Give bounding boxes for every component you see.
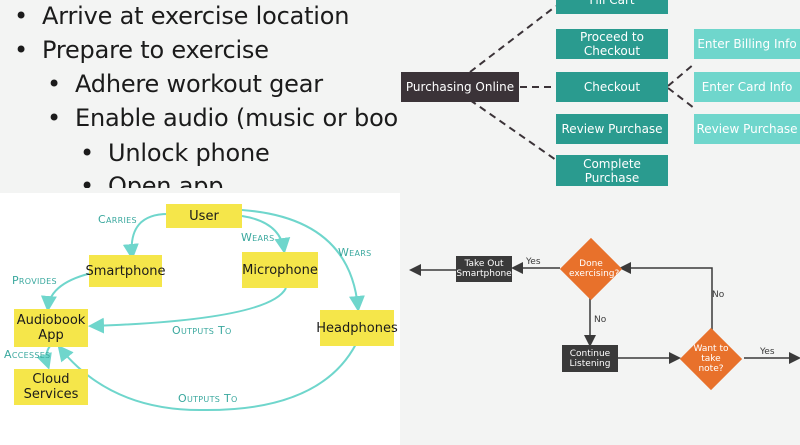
take-note-label: Want to take note? [693, 344, 729, 374]
purchasing-online-node: Purchasing Online [401, 72, 519, 102]
bullet-list-panel: Arrive at exercise location Prepare to e… [0, 0, 400, 188]
step-complete-purchase: Complete Purchase [556, 155, 668, 186]
done-exercising-label: Done exercising? [569, 259, 620, 279]
edge-label-outputs-cloud: Outputs To [178, 392, 238, 405]
bullet-gear: Adhere workout gear [47, 70, 323, 98]
edge-label-provides: Provides [12, 274, 57, 287]
flow-label-yes-left: Yes [526, 257, 541, 267]
take-out-smartphone-box: Take Out Smartphone [456, 256, 512, 282]
node-user: User [166, 204, 242, 228]
edge-label-carries: Carries [98, 213, 137, 226]
flow-label-no-up: No [712, 290, 725, 300]
node-headphones: Headphones [316, 310, 398, 346]
edge-label-wears-mic: Wears [241, 231, 275, 244]
bullet-arrive: Arrive at exercise location [14, 2, 349, 30]
node-cloud-services: Cloud Services [14, 369, 88, 405]
continue-listening-box: Continue Listening [562, 345, 618, 372]
take-note-decision: Want to take note? [678, 327, 744, 391]
edge-label-wears-head: Wears [338, 246, 372, 259]
bullet-prepare: Prepare to exercise [14, 36, 269, 64]
node-smartphone: Smartphone [86, 255, 166, 287]
bullet-unlock: Unlock phone [80, 139, 270, 167]
step-checkout: Checkout [556, 72, 668, 102]
node-microphone: Microphone [242, 252, 318, 288]
flow-label-no-down: No [594, 315, 607, 325]
flow-label-yes-right: Yes [760, 347, 775, 357]
edge-label-accesses: Accesses [4, 348, 51, 361]
sub-enter-card: Enter Card Info [694, 72, 800, 102]
bullet-open-app: Open app [80, 172, 224, 188]
node-audiobook-app: Audiobook App [14, 309, 88, 347]
edge-label-outputs-app: Outputs To [172, 324, 232, 337]
sub-enter-billing: Enter Billing Info [694, 29, 800, 59]
bullet-audio: Enable audio (music or book) [47, 104, 400, 132]
done-exercising-decision: Done exercising? [559, 237, 623, 301]
step-review-purchase: Review Purchase [556, 114, 668, 144]
sub-review-purchase: Review Purchase [694, 114, 800, 144]
step-proceed-checkout: Proceed to Checkout [556, 29, 668, 59]
step-fill-cart: Fill Cart [556, 0, 668, 14]
